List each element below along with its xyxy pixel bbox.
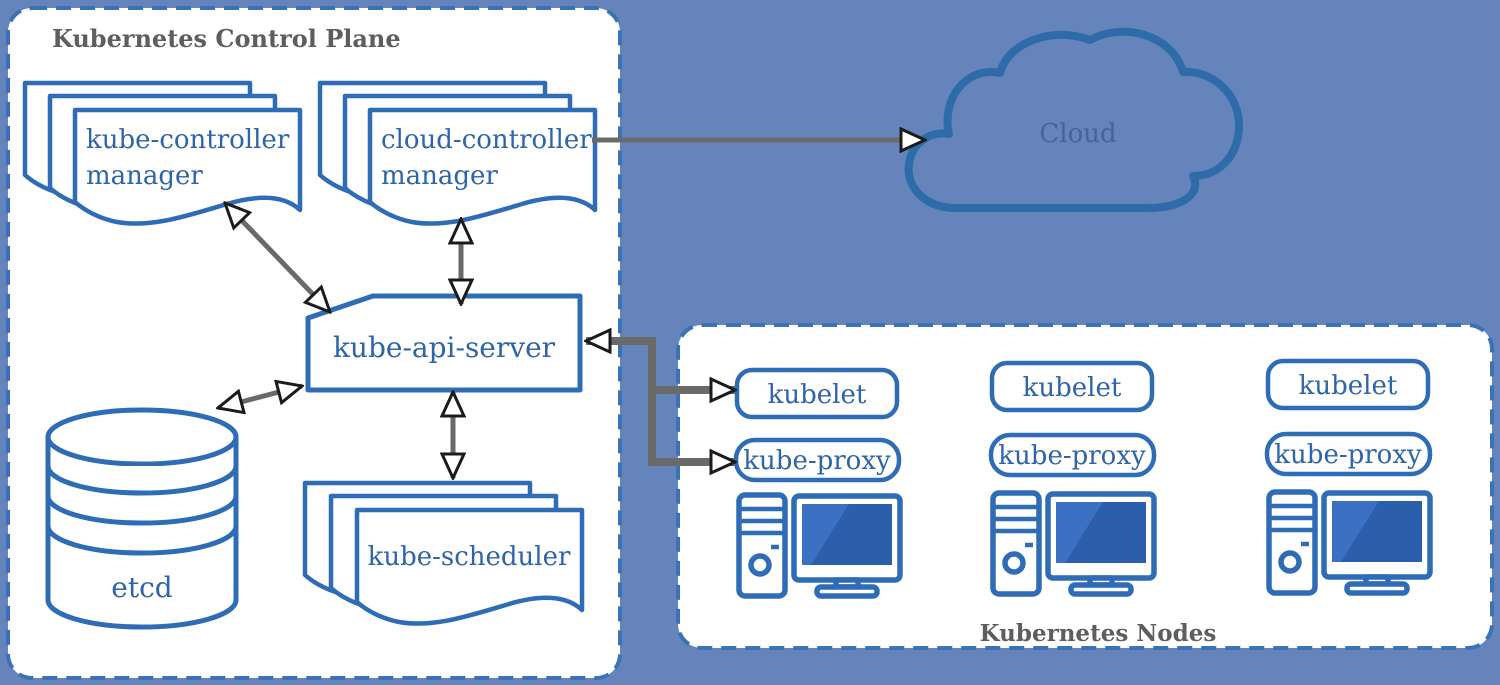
cloud-label: Cloud: [1039, 119, 1116, 149]
node-2: kubelet kube-proxy: [988, 360, 1157, 594]
node-3: kubelet kube-proxy: [1264, 358, 1433, 593]
desktop-computer-icon: [739, 495, 900, 596]
cloud-icon: Cloud: [904, 27, 1244, 212]
kubelet-box: [989, 360, 1155, 413]
etcd-cylinder-ring: [45, 495, 239, 526]
kube-scheduler-label: kube-scheduler: [368, 542, 571, 572]
kube-proxy-box: [988, 432, 1157, 478]
kubelet-label: kubelet: [1023, 373, 1122, 403]
etcd-cylinder-ring: [45, 525, 239, 556]
etcd-label: etcd: [111, 571, 173, 604]
desktop-computer-icon: [1269, 492, 1430, 593]
desktop-computer-icon: [993, 493, 1154, 594]
kube-controller-manager-label-line1: kube-controller: [86, 125, 290, 155]
cloud-controller-manager-label-line2: manager: [381, 161, 498, 191]
kube-controller-manager-label-line2: manager: [86, 161, 203, 191]
kube-proxy-box: [1264, 431, 1433, 477]
kube-scheduler-docs: kube-scheduler: [305, 483, 582, 624]
etcd-cylinder-top: [45, 407, 239, 467]
kubelet-box: [1265, 358, 1431, 411]
kube-api-server-shape: kube-api-server: [305, 293, 583, 393]
arrow-nodes-to-apiserver-trunk: [586, 341, 735, 462]
kube-controller-manager-docs: kube-controller manager: [25, 83, 300, 224]
cloud-controller-manager-label-line1: cloud-controller: [381, 125, 592, 155]
kubelet-label: kubelet: [768, 380, 867, 410]
cloud-controller-manager-docs: cloud-controller manager: [320, 83, 595, 224]
arrow-etcd-apiserver: [218, 386, 302, 408]
kubelet-box: [734, 367, 900, 420]
kubelet-label: kubelet: [1299, 371, 1398, 401]
kube-api-server-box: [305, 293, 583, 393]
kube-api-server-label: kube-api-server: [333, 331, 556, 364]
node-1: kubelet kube-proxy: [733, 367, 900, 596]
etcd-database-icon: etcd: [45, 407, 239, 630]
arrow-kube-controller-apiserver: [225, 203, 330, 312]
kube-proxy-label: kube-proxy: [1274, 440, 1422, 470]
kubernetes-nodes-title: Kubernetes Nodes: [980, 620, 1217, 647]
kube-proxy-label: kube-proxy: [743, 446, 891, 476]
kube-proxy-label: kube-proxy: [998, 441, 1146, 471]
etcd-cylinder-ring: [45, 465, 239, 496]
control-plane-title: Kubernetes Control Plane: [52, 24, 401, 53]
